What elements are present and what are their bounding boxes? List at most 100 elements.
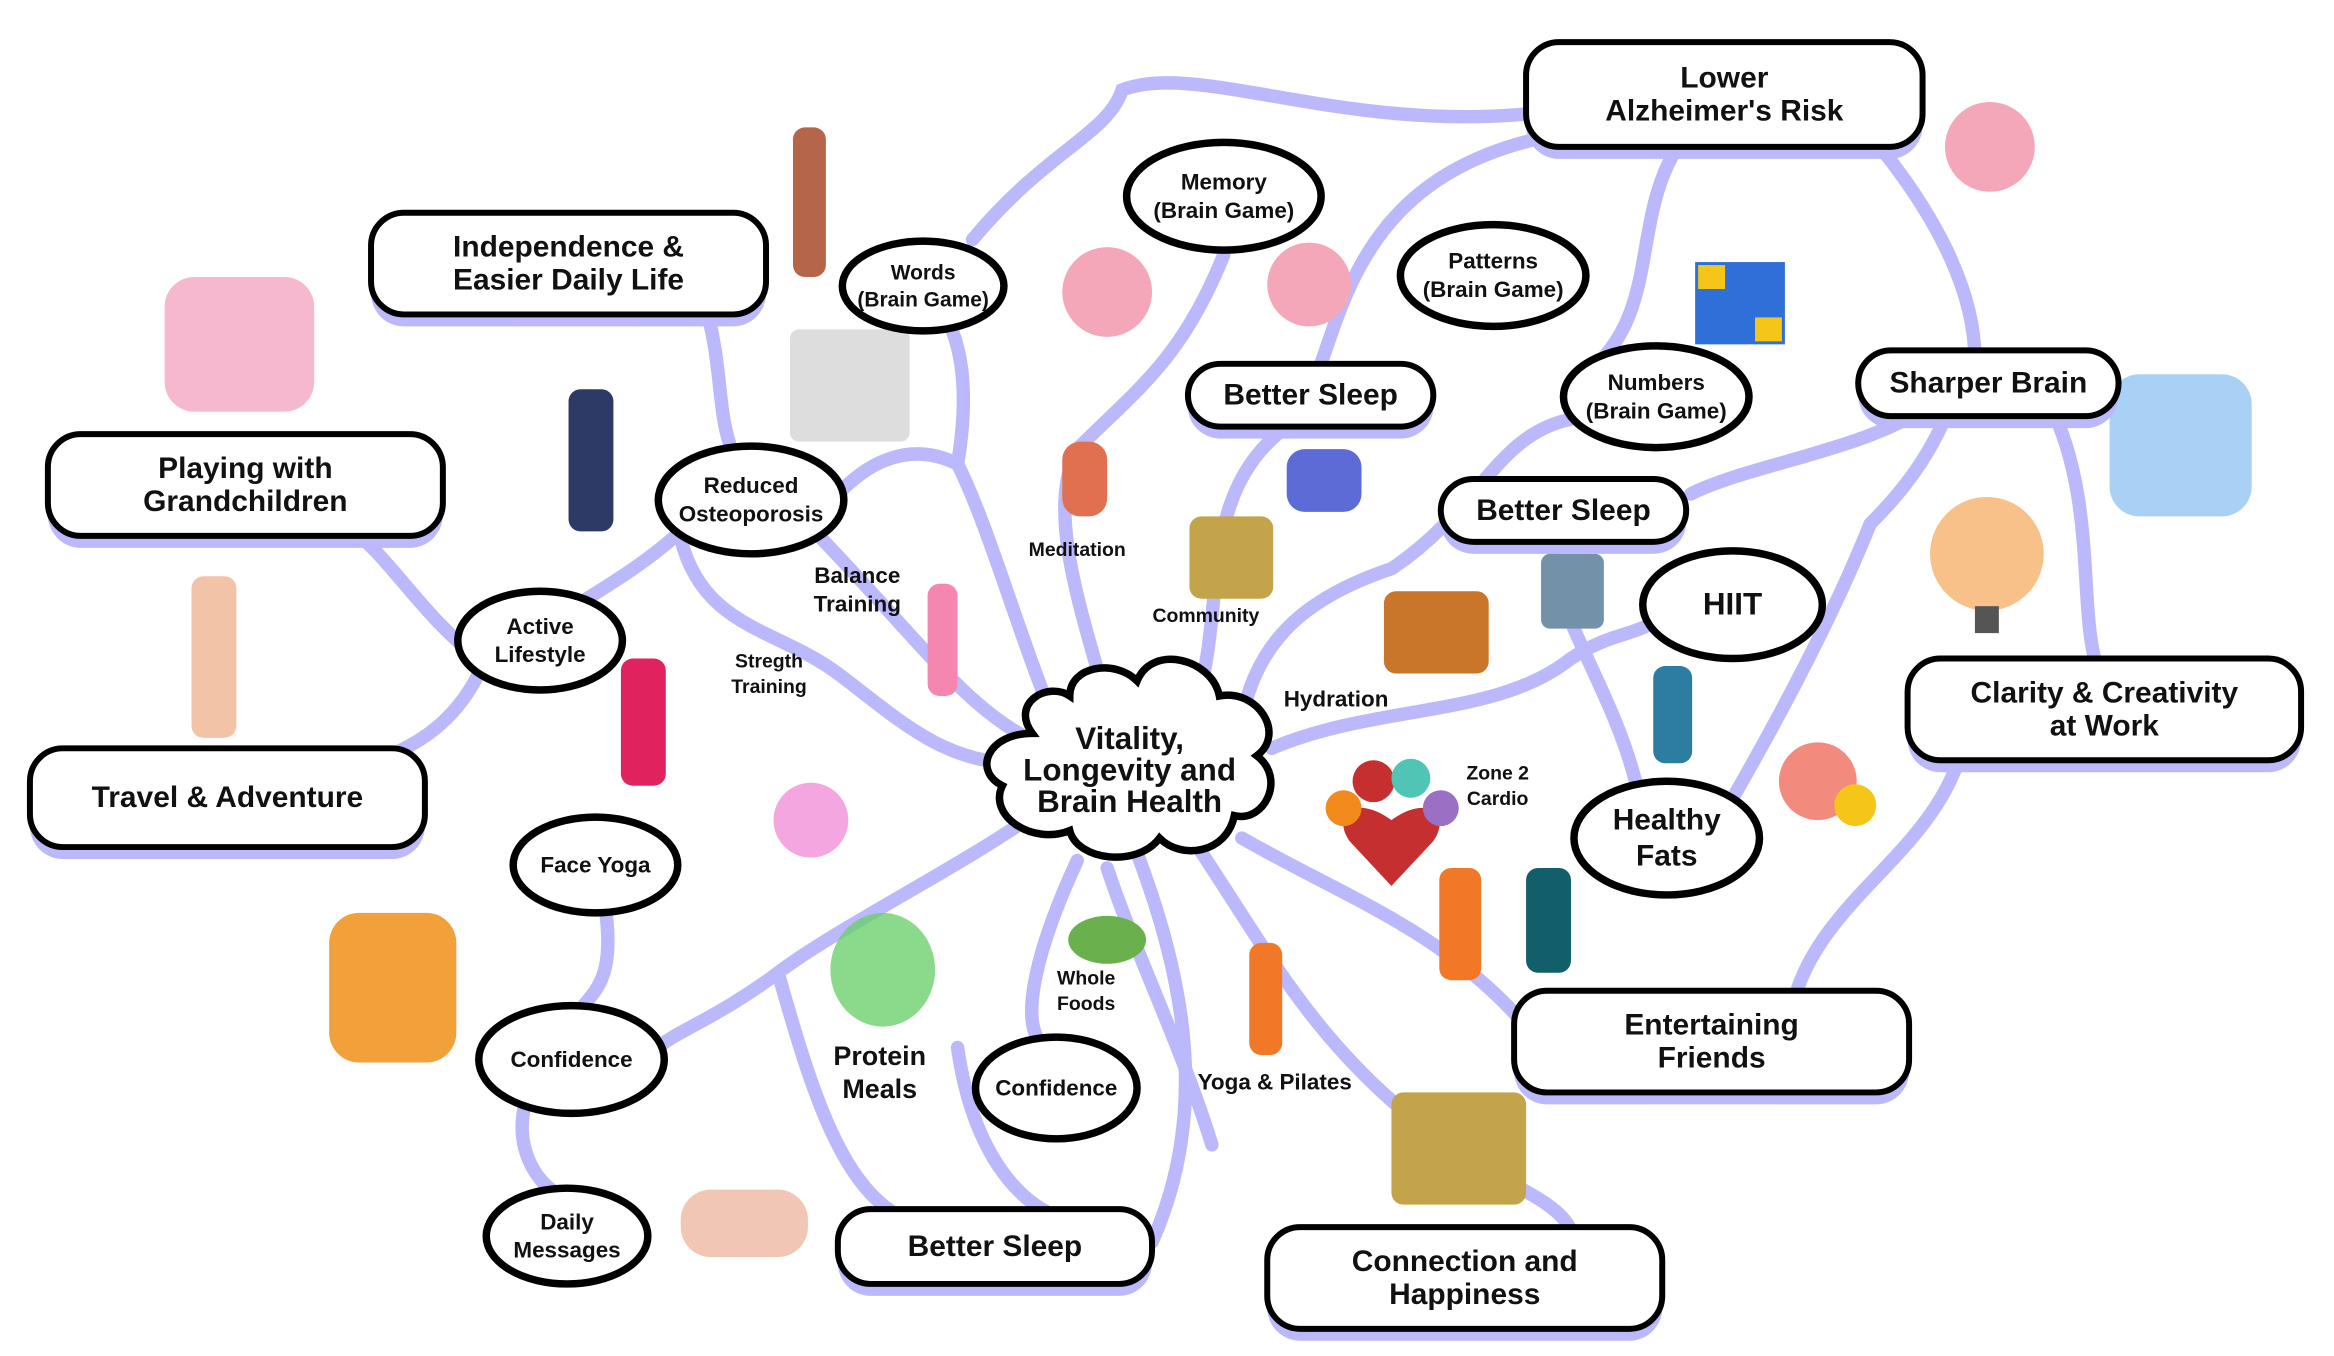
node-label-line: Foods bbox=[1057, 993, 1115, 1015]
node-label: Meditation bbox=[1029, 539, 1126, 561]
node-label-line: Brain Health bbox=[1037, 784, 1222, 819]
topic-better-sleep-top[interactable]: Better Sleep bbox=[1184, 360, 1437, 439]
node-label-line: (Brain Game) bbox=[1423, 277, 1564, 302]
node-label-line: Independence & bbox=[453, 231, 684, 264]
node-label-line: Active bbox=[506, 614, 573, 639]
node-label-line: Stregth bbox=[735, 650, 803, 672]
node-label-line: Entertaining bbox=[1624, 1009, 1798, 1042]
node-label-line: Words bbox=[891, 262, 956, 285]
ellipse-shape bbox=[654, 442, 848, 558]
topic-independence[interactable]: Independence &Easier Daily Life bbox=[368, 209, 770, 327]
node-label-line: Training bbox=[731, 676, 807, 698]
node-label-line: Travel & Adventure bbox=[92, 781, 363, 814]
node-label-line: Yoga & Pilates bbox=[1198, 1069, 1352, 1094]
node-label-line: Zone 2 bbox=[1466, 763, 1529, 785]
node-label: HIIT bbox=[1703, 586, 1762, 621]
node-label: Words (Brain Game) bbox=[857, 262, 988, 312]
topic-words-brain-game[interactable]: Words (Brain Game) bbox=[838, 237, 1008, 335]
branch bbox=[2042, 397, 2102, 666]
node-label: Hydration bbox=[1284, 686, 1389, 711]
ellipse-shape bbox=[971, 1033, 1141, 1143]
node-label-line: Better Sleep bbox=[908, 1230, 1083, 1263]
node-label-line: at Work bbox=[2050, 709, 2159, 742]
node-label: Independence &Easier Daily Life bbox=[453, 231, 684, 297]
dumbbell-ball-icon bbox=[773, 782, 849, 858]
node-label: Face Yoga bbox=[540, 852, 651, 877]
node-label: Travel & Adventure bbox=[92, 781, 363, 814]
ellipse-shape bbox=[838, 237, 1008, 335]
whole-food-bowl-icon bbox=[1068, 915, 1147, 964]
illustrations bbox=[164, 101, 2252, 1258]
node-label: Better Sleep bbox=[1476, 494, 1651, 527]
node-label-line: Better Sleep bbox=[1476, 494, 1651, 527]
node-label-line: Lifestyle bbox=[495, 642, 586, 667]
topic-better-sleep-bottom[interactable]: Better Sleep bbox=[834, 1206, 1156, 1296]
node-label: Better Sleep bbox=[1223, 379, 1398, 412]
node-label: Yoga & Pilates bbox=[1198, 1069, 1352, 1094]
node-label-line: Cardio bbox=[1467, 788, 1529, 810]
cloud-shape bbox=[983, 655, 1275, 861]
branch bbox=[950, 1040, 1055, 1219]
topic-confidence-left[interactable]: Confidence bbox=[475, 1001, 669, 1118]
node-label-line: Hydration bbox=[1284, 686, 1389, 711]
ellipse-shape bbox=[1122, 138, 1325, 254]
topic-numbers-brain-game[interactable]: Numbers(Brain Game) bbox=[1559, 342, 1753, 452]
branch bbox=[1235, 412, 1578, 726]
node-label-line: Reduced bbox=[704, 473, 799, 498]
node-label-line: Confidence bbox=[995, 1075, 1117, 1100]
topic-face-yoga[interactable]: Face Yoga bbox=[509, 813, 682, 917]
node-label-line: Whole bbox=[1057, 968, 1115, 990]
branch bbox=[1025, 853, 1084, 1055]
node-label-line: Meditation bbox=[1029, 539, 1126, 561]
node-label-line: HIIT bbox=[1703, 586, 1762, 621]
node-label-line: Grandchildren bbox=[143, 485, 347, 518]
node-label-line: Protein bbox=[833, 1041, 926, 1071]
topic-travel-adventure[interactable]: Travel & Adventure bbox=[26, 745, 428, 860]
node-label-line: Vitality, bbox=[1075, 721, 1184, 756]
node-label-line: (Brain Game) bbox=[857, 289, 988, 312]
topic-sharper-brain[interactable]: Sharper Brain bbox=[1855, 347, 2122, 429]
topic-memory-brain-game[interactable]: Memory(Brain Game) bbox=[1122, 138, 1325, 254]
label-zone-2-cardio: Zone 2 Cardio bbox=[1466, 763, 1529, 810]
topic-patterns-brain-game[interactable]: Patterns(Brain Game) bbox=[1396, 220, 1590, 331]
pill-shape bbox=[26, 745, 428, 851]
topic-hiit[interactable]: HIIT bbox=[1639, 547, 1827, 663]
creativity-bulb-icon bbox=[1930, 496, 2044, 634]
node-label-line: Fats bbox=[1636, 839, 1697, 872]
node-label: Zone 2 Cardio bbox=[1466, 763, 1529, 810]
branch bbox=[674, 532, 1025, 771]
pill-shape bbox=[1184, 360, 1437, 430]
ellipse-shape bbox=[1570, 777, 1764, 899]
node-label-line: Daily bbox=[540, 1209, 594, 1234]
topic-confidence-middle[interactable]: Confidence bbox=[971, 1033, 1141, 1143]
node-label-line: Healthy bbox=[1613, 804, 1721, 837]
node-label: Confidence bbox=[510, 1047, 632, 1072]
topic-better-sleep-right[interactable]: Better Sleep bbox=[1437, 476, 1690, 554]
node-label-line: Community bbox=[1152, 605, 1259, 627]
node-label-line: Face Yoga bbox=[540, 852, 651, 877]
branch bbox=[1863, 128, 1982, 367]
branch bbox=[651, 808, 1040, 1055]
node-label-line: Confidence bbox=[510, 1047, 632, 1072]
node-label-line: Training bbox=[814, 591, 901, 616]
node-label-line: Lower bbox=[1680, 61, 1768, 94]
node-label: Sharper Brain bbox=[1889, 367, 2087, 400]
